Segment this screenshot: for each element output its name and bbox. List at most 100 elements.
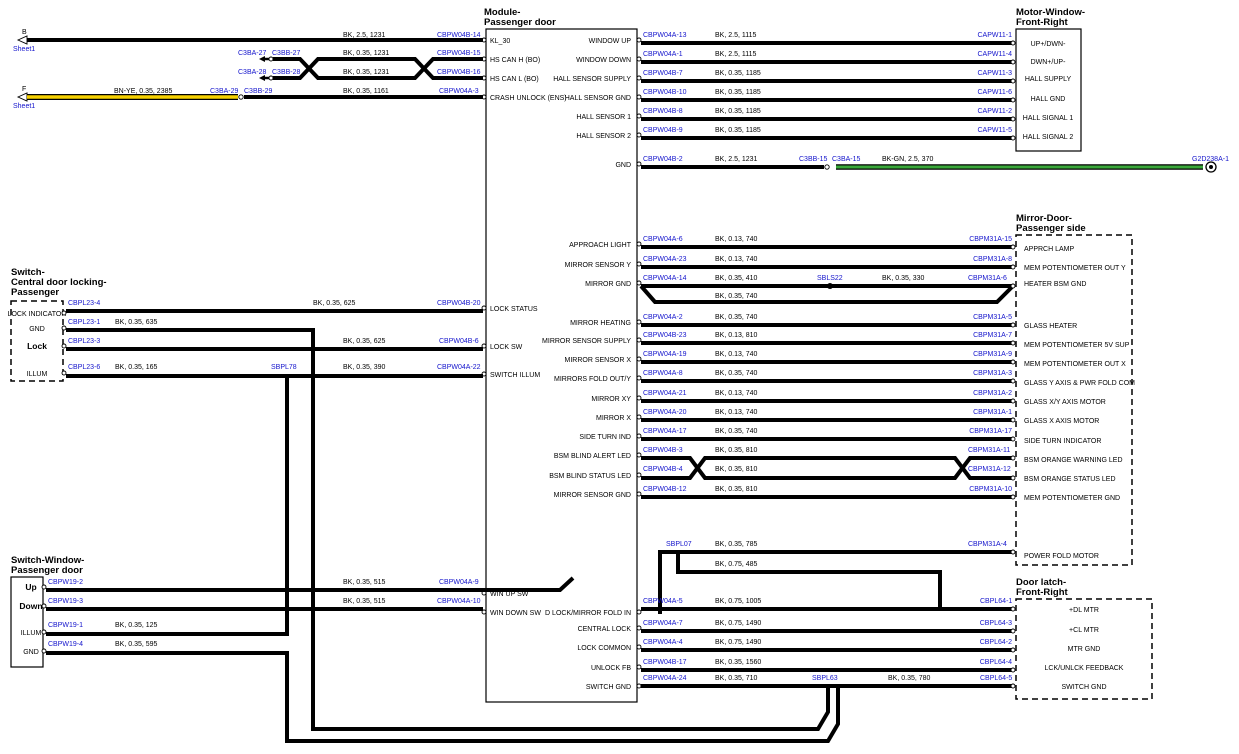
module-right-pin[interactable]	[636, 37, 642, 43]
sheet-arrow-b[interactable]	[16, 35, 28, 45]
wire-spec: BK, 0.13, 740	[715, 409, 758, 416]
wire-end-pin[interactable]	[1010, 398, 1016, 404]
wire-end-pin[interactable]	[1010, 97, 1016, 103]
module-right-pin[interactable]	[636, 452, 642, 458]
central-switch-pin[interactable]	[61, 310, 67, 316]
wire-end-pin[interactable]	[1010, 78, 1016, 84]
spec-bn-ye: BN-YE, 0.35, 2385	[114, 88, 172, 95]
wire-win-gnd	[46, 651, 840, 743]
module-right-pin[interactable]	[636, 280, 642, 286]
central-switch-pin[interactable]	[61, 370, 67, 376]
central-switch-pin-label: LOCK INDICATOR	[8, 311, 67, 318]
spec-gnd-green: BK-GN, 2.5, 370	[882, 156, 933, 163]
module-right-pin[interactable]	[636, 625, 642, 631]
module-left-pin-label: KL_30	[490, 38, 510, 45]
module-right-pin[interactable]	[636, 241, 642, 247]
wire-spec: BK, 0.35, 1185	[715, 108, 761, 115]
wire-end-pin[interactable]	[1010, 436, 1016, 442]
wire-end-pin[interactable]	[1010, 40, 1016, 46]
module-right-pin-label: MIRROR HEATING	[570, 320, 631, 327]
wire-end-pin[interactable]	[1010, 116, 1016, 122]
wire-spec: BK, 0.35, 740	[715, 314, 758, 321]
conn-c3bb29: C3BB-29	[244, 88, 273, 95]
conn-cbpl64-5: CBPL64-5	[980, 675, 1012, 682]
crash-pin[interactable]	[238, 94, 244, 100]
wire-end-pin[interactable]	[1010, 244, 1016, 250]
module-right-pin[interactable]	[636, 319, 642, 325]
wire-spec: BK, 0.35, 740	[715, 428, 758, 435]
central-switch-pin[interactable]	[61, 343, 67, 349]
wire-end-pin[interactable]	[1010, 264, 1016, 270]
module-right-pin[interactable]	[636, 94, 642, 100]
wire-end-pin[interactable]	[1010, 647, 1016, 653]
pin-cbpl64-5[interactable]	[1010, 683, 1016, 689]
gnd-c3bb15-pin[interactable]	[824, 164, 830, 170]
module-right-pin[interactable]	[636, 261, 642, 267]
module-right-pin[interactable]	[636, 644, 642, 650]
spec-bsm1: BK, 0.35, 810	[715, 447, 758, 454]
module-right-pin[interactable]	[636, 337, 642, 343]
conn-cbpw04b-6: CBPW04B-6	[439, 338, 479, 345]
module-right-pin[interactable]	[636, 113, 642, 119]
can-h-pin[interactable]	[268, 56, 274, 62]
window-switch-pin[interactable]	[41, 584, 47, 590]
module-left-pin-label: HS CAN H (BO)	[490, 57, 540, 64]
central-switch-pin[interactable]	[61, 325, 67, 331]
module-right-pin[interactable]	[636, 56, 642, 62]
mirror-pin-label: MEM POTENTIOMETER GND	[1024, 495, 1120, 502]
wire-spec: BK, 0.13, 740	[715, 351, 758, 358]
window-switch-pin[interactable]	[41, 629, 47, 635]
wire-end-pin[interactable]	[1010, 628, 1016, 634]
module-right-pin[interactable]	[636, 664, 642, 670]
wire-right-connector: CAPW11-5	[978, 127, 1013, 134]
wire-end-pin[interactable]	[1010, 378, 1016, 384]
module-right-pin[interactable]	[636, 132, 642, 138]
module-right-pin[interactable]	[636, 356, 642, 362]
wire-end-pin[interactable]	[1010, 135, 1016, 141]
sheet-arrow-f[interactable]	[16, 92, 28, 102]
pin-bsm1[interactable]	[1010, 455, 1016, 461]
module-right-pin[interactable]	[636, 375, 642, 381]
wire-mirror-gnd-loop	[639, 284, 1015, 304]
sheet-link-b[interactable]: Sheet1	[13, 46, 35, 53]
central-lock-switch-box	[10, 300, 64, 382]
wire-spec: BK, 2.5, 1115	[715, 32, 756, 39]
module-right-pin[interactable]	[636, 161, 642, 167]
window-switch-pin[interactable]	[41, 603, 47, 609]
wire-end-pin[interactable]	[1010, 667, 1016, 673]
spec-mirror-gnd-2: BK, 0.35, 330	[882, 275, 925, 282]
wire-left-connector: CBPW04A-7	[643, 620, 683, 627]
label-b: B	[22, 29, 27, 36]
pin-bsm2[interactable]	[1010, 475, 1016, 481]
module-right-pin[interactable]	[636, 472, 642, 478]
latch-pin-label: +DL MTR	[1069, 607, 1099, 614]
conn-cbpw19-1: CBPW19-1	[48, 622, 83, 629]
window-switch-pin[interactable]	[41, 648, 47, 654]
mirror-title-line2: Passenger side	[1016, 223, 1086, 234]
module-right-pin[interactable]	[636, 433, 642, 439]
wire-end-pin[interactable]	[1010, 417, 1016, 423]
wire-end-pin[interactable]	[1010, 494, 1016, 500]
wire-left-connector: CBPW04B-23	[643, 332, 687, 339]
pin-cbpm31a-6[interactable]	[1010, 283, 1016, 289]
module-right-pin[interactable]	[636, 609, 642, 615]
spec-power-fold-2: BK, 0.75, 485	[715, 561, 758, 568]
can-l-pin[interactable]	[268, 75, 274, 81]
module-right-pin[interactable]	[636, 491, 642, 497]
module-right-pin[interactable]	[636, 414, 642, 420]
wire-end-pin[interactable]	[1010, 340, 1016, 346]
module-right-pin-label: WINDOW DOWN	[576, 57, 631, 64]
sheet-link-f[interactable]: Sheet1	[13, 103, 35, 110]
module-right-pin[interactable]	[636, 75, 642, 81]
pin-cbpm31a-4[interactable]	[1010, 549, 1016, 555]
spec-can-h: BK, 0.35, 1231	[343, 50, 389, 57]
wire-end-pin[interactable]	[1010, 59, 1016, 65]
module-right-pin[interactable]	[636, 683, 642, 689]
wire-end-pin[interactable]	[1010, 322, 1016, 328]
mirror-pin-label: MEM POTENTIOMETER 5V SUP	[1024, 342, 1130, 349]
pin-cbpl64-1[interactable]	[1010, 606, 1016, 612]
module-right-pin[interactable]	[636, 395, 642, 401]
module-right-pin-label: HALL SENSOR GND	[565, 95, 631, 102]
wire-end-pin[interactable]	[1010, 359, 1016, 365]
